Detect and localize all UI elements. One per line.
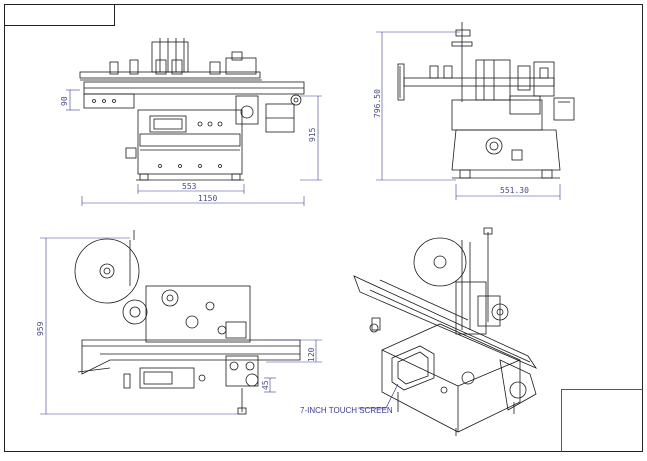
iso-label-head <box>455 281 487 335</box>
dim-conveyor-height-label: 90 <box>60 96 69 106</box>
top-conveyor <box>81 339 301 375</box>
label-roll <box>74 238 140 304</box>
front-touch-screen <box>149 115 187 133</box>
sheet-border <box>4 4 643 452</box>
side-view-dimensions <box>376 31 561 200</box>
dim-table-height-label: 915 <box>308 127 317 142</box>
front-cabinet <box>137 109 243 175</box>
isometric-view <box>353 227 538 436</box>
title-block-top <box>4 4 115 26</box>
side-handwheel <box>485 137 503 155</box>
front-view <box>79 38 305 181</box>
dim-top-conveyor-label: 120 <box>307 347 316 362</box>
dim-side-height-label: 796.50 <box>373 89 382 118</box>
label-head-frame <box>151 41 189 73</box>
side-conveyor-rail <box>403 77 555 87</box>
title-block-bottom <box>561 389 643 452</box>
iso-cabinet <box>381 323 521 433</box>
callout-leader <box>358 383 399 409</box>
touch-screen-callout: 7-INCH TOUCH SCREEN <box>300 406 393 415</box>
dim-top-depth-label: 959 <box>36 321 45 336</box>
side-base <box>451 129 561 171</box>
iso-label-roll <box>413 237 467 287</box>
front-conveyor-rail <box>79 71 261 79</box>
top-view-dimensions <box>40 237 322 415</box>
dim-overall-width-label: 1150 <box>198 194 217 203</box>
iso-conveyor <box>353 275 538 369</box>
dim-top-small-label: 45 <box>261 380 270 390</box>
side-top-clamp <box>455 29 471 37</box>
top-control-panel <box>139 367 195 389</box>
top-view <box>74 230 301 415</box>
dim-base-width-label: 553 <box>182 182 197 191</box>
front-view-dimensions <box>66 89 322 206</box>
dim-side-base-label: 551.30 <box>500 186 529 195</box>
iso-touch-screen <box>391 345 435 391</box>
side-view <box>397 22 575 179</box>
top-label-plate <box>145 285 251 343</box>
